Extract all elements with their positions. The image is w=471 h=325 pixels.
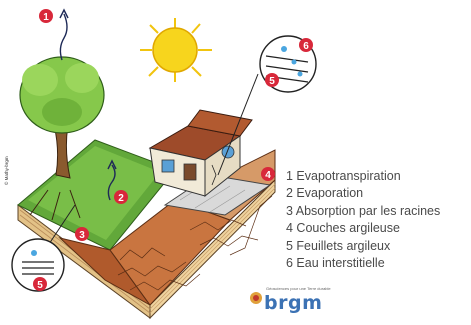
legend-item-1: 1 Evapotranspiration — [286, 169, 401, 183]
legend-item-5: 5 Feuillets argileux — [286, 238, 391, 253]
evaporation-arrow — [107, 159, 117, 201]
legend-item-6: 6 Eau interstitielle — [286, 256, 385, 271]
brgm-logo-icon — [250, 292, 262, 304]
brgm-wordmark: brgm — [264, 292, 323, 314]
marker-2: 2 — [114, 190, 128, 204]
marker-5-left: 5 — [33, 277, 47, 291]
legend-item-4: 4 Couches argileuse — [286, 221, 400, 236]
sun-illustration — [140, 18, 212, 82]
marker-4: 4 — [261, 167, 275, 181]
tree-illustration — [19, 56, 105, 221]
legend: 1 Evapotranspiration 2 Evaporation 3 Abs… — [286, 168, 470, 272]
marker-6-label: 6 — [303, 41, 309, 52]
legend-item-3: 3 Absorption par les racines — [286, 203, 441, 218]
marker-1: 1 — [39, 9, 53, 23]
brgm-tagline: Géosciences pour une Terre durable — [266, 286, 331, 291]
marker-5-right-label: 5 — [269, 76, 275, 87]
marker-6: 6 — [299, 38, 313, 52]
marker-3-label: 3 — [79, 230, 85, 241]
house-illustration — [148, 109, 253, 198]
marker-4-label: 4 — [265, 170, 271, 181]
evapotranspiration-arrow — [59, 8, 69, 61]
clay-sheets-callout-left — [11, 204, 76, 292]
marker-5-right: 5 — [265, 73, 279, 87]
legend-item-2: 2 Evaporation — [286, 186, 364, 201]
marker-1-label: 1 — [43, 12, 49, 23]
marker-2-label: 2 — [118, 193, 124, 204]
brgm-logo: Géosciences pour une Terre durable brgm — [250, 286, 331, 316]
marker-3: 3 — [75, 227, 89, 241]
illustration-credit: © Mathy-brgm — [3, 156, 9, 185]
marker-5-left-label: 5 — [37, 280, 43, 291]
